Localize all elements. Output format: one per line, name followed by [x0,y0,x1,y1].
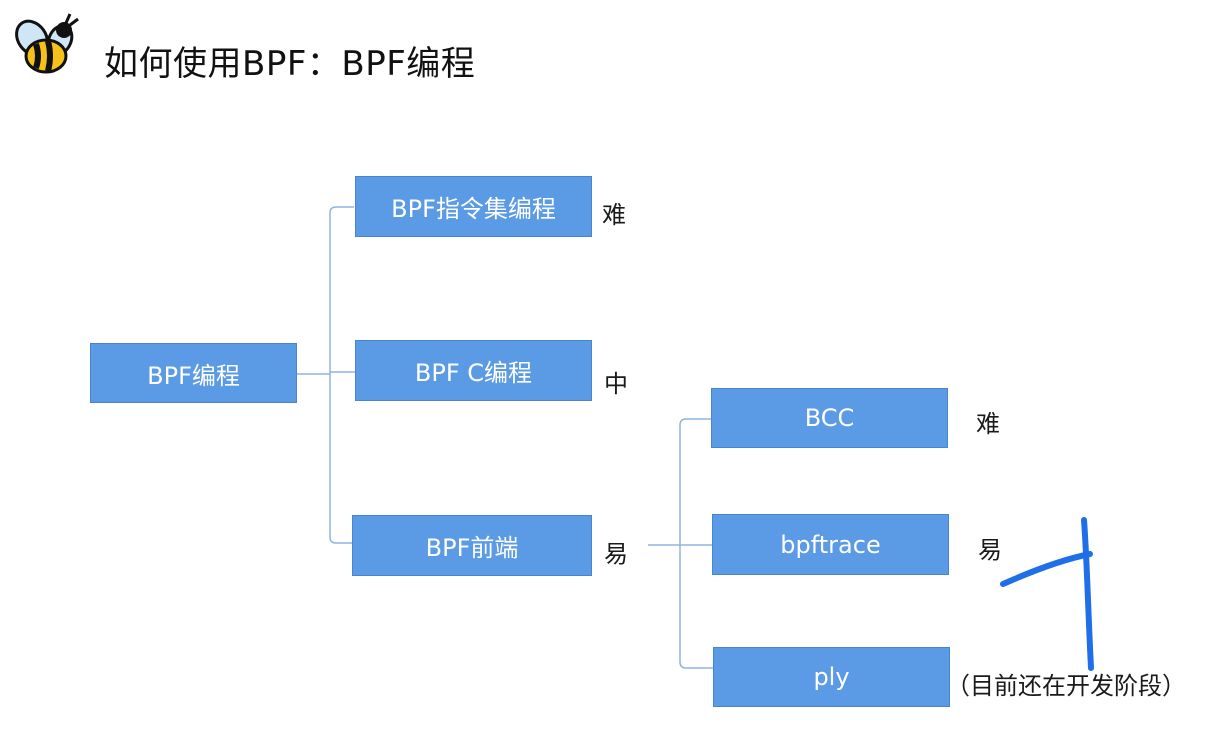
node-ply: ply [713,647,950,707]
difficulty-label: 难 [602,201,626,229]
difficulty-label: 中 [604,370,628,398]
difficulty-label: 易 [604,540,628,568]
node-bpftrace: bpftrace [712,514,949,575]
development-note: （目前还在开发阶段） [946,672,1186,700]
bee-icon [15,13,79,74]
node-bpf-c: BPF C编程 [355,340,592,401]
node-bpf-instruction-set: BPF指令集编程 [355,176,592,237]
node-bpf-programming: BPF编程 [90,343,297,403]
node-bpf-frontend: BPF前端 [352,515,592,576]
page-title: 如何使用BPF：BPF编程 [104,44,476,84]
node-bcc: BCC [711,388,948,448]
difficulty-label: 易 [978,536,1002,564]
difficulty-label: 难 [976,410,1000,438]
